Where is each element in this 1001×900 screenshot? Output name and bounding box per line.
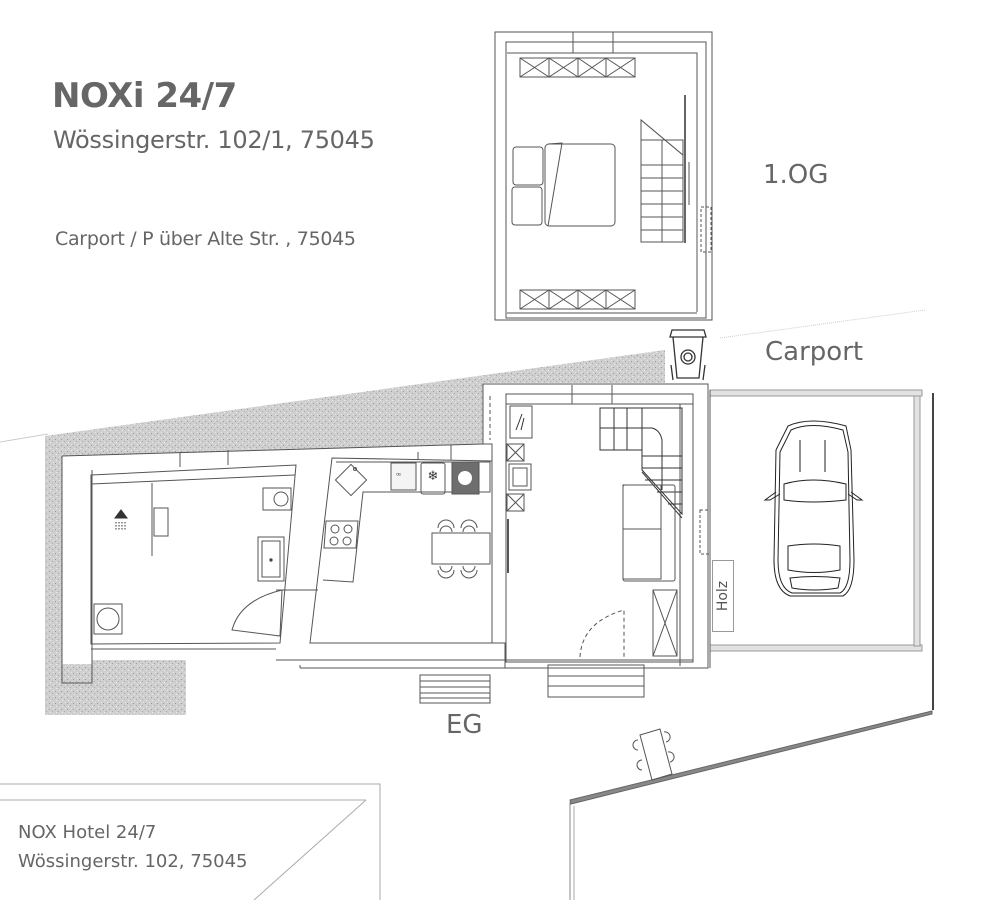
property-line [719, 309, 926, 339]
window-row-top [519, 57, 636, 78]
freezer-icon: ❄ [428, 469, 439, 484]
car-icon [763, 420, 864, 597]
carport-label: Carport [765, 337, 864, 367]
dining-table-icon [632, 728, 675, 781]
dining-table-icon [431, 519, 491, 579]
sofa-icon [622, 484, 676, 582]
cabinet-icon [506, 443, 532, 512]
recycling-bin-icon [669, 329, 707, 381]
entry-steps [419, 664, 645, 704]
washing-machine-icon [93, 603, 123, 635]
stove-icon [323, 520, 359, 549]
washing-machine-icon [451, 461, 480, 495]
door-swing-icon [231, 589, 283, 637]
neighbor-name: NOX Hotel 24/7 [18, 822, 157, 843]
ground-floor-plan: ꟹ ❄ [0, 383, 934, 900]
living-room [482, 383, 711, 669]
upper-floor-label: 1.OG [763, 160, 829, 190]
neighbor-building [0, 783, 381, 900]
door-swing-icon [579, 609, 625, 658]
fridge-icon: ❄ [420, 462, 446, 495]
sink-icon [334, 463, 368, 497]
upper-floor-plan [494, 31, 713, 321]
staircase-icon [640, 118, 684, 243]
retaining-wall [45, 350, 665, 715]
sink-icon [509, 405, 533, 439]
carport [709, 389, 934, 710]
kitchen: ꟹ ❄ [309, 445, 493, 644]
staircase-icon [599, 407, 683, 519]
bed-icon [511, 142, 616, 227]
svg-text:ꟹ: ꟹ [396, 471, 401, 480]
wood-storage-label: Holz [715, 580, 731, 612]
window-row-bottom [519, 289, 636, 310]
wood-storage-box: Holz [712, 560, 734, 632]
terrace [569, 710, 933, 900]
property-line-left [0, 433, 49, 443]
toilet-icon [262, 487, 292, 511]
parking-info: Carport / P über Alte Str. , 75045 [55, 228, 356, 250]
property-address: Wössingerstr. 102/1, 75045 [53, 126, 375, 154]
dishwasher-icon: ꟹ [390, 462, 417, 491]
sink-icon [257, 536, 285, 582]
ground-floor-label: EG [446, 710, 483, 740]
cabinet-icon [652, 589, 678, 657]
bathroom [90, 450, 297, 650]
property-title: NOXi 24/7 [52, 76, 237, 116]
neighbor-address: Wössingerstr. 102, 75045 [18, 851, 248, 872]
shower-icon [114, 509, 128, 530]
